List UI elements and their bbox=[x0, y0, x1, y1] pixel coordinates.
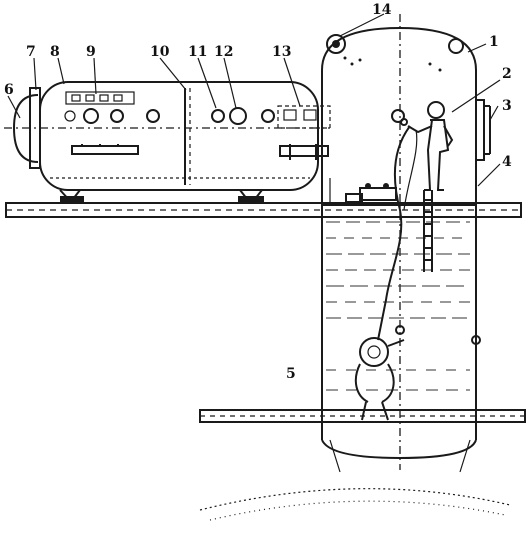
transfer-lock bbox=[277, 105, 331, 160]
callout-13: 13 bbox=[272, 44, 291, 60]
callout-7: 7 bbox=[26, 44, 36, 60]
callout-labels: 1 2 3 4 5 6 7 8 9 10 11 12 13 14 bbox=[4, 2, 512, 382]
submerged-diver bbox=[354, 337, 405, 421]
ladder bbox=[423, 190, 433, 272]
callout-11: 11 bbox=[188, 44, 207, 60]
callout-14: 14 bbox=[372, 2, 392, 18]
callout-4: 4 bbox=[502, 154, 512, 170]
callout-2: 2 bbox=[502, 66, 512, 82]
vertical-tank bbox=[321, 14, 491, 470]
callout-5: 5 bbox=[286, 366, 296, 382]
callout-1: 1 bbox=[489, 34, 499, 50]
callout-12: 12 bbox=[214, 44, 233, 60]
water-lines bbox=[326, 221, 470, 391]
callout-6: 6 bbox=[4, 82, 14, 98]
callout-8: 8 bbox=[50, 44, 60, 60]
diver-figure bbox=[400, 101, 454, 191]
horizontal-chamber bbox=[4, 81, 330, 204]
diving-hose bbox=[377, 125, 418, 341]
leader-lines bbox=[7, 13, 501, 187]
callout-9: 9 bbox=[86, 44, 96, 60]
lower-pit bbox=[199, 439, 511, 521]
callout-3: 3 bbox=[502, 98, 512, 114]
callout-10: 10 bbox=[150, 44, 170, 60]
